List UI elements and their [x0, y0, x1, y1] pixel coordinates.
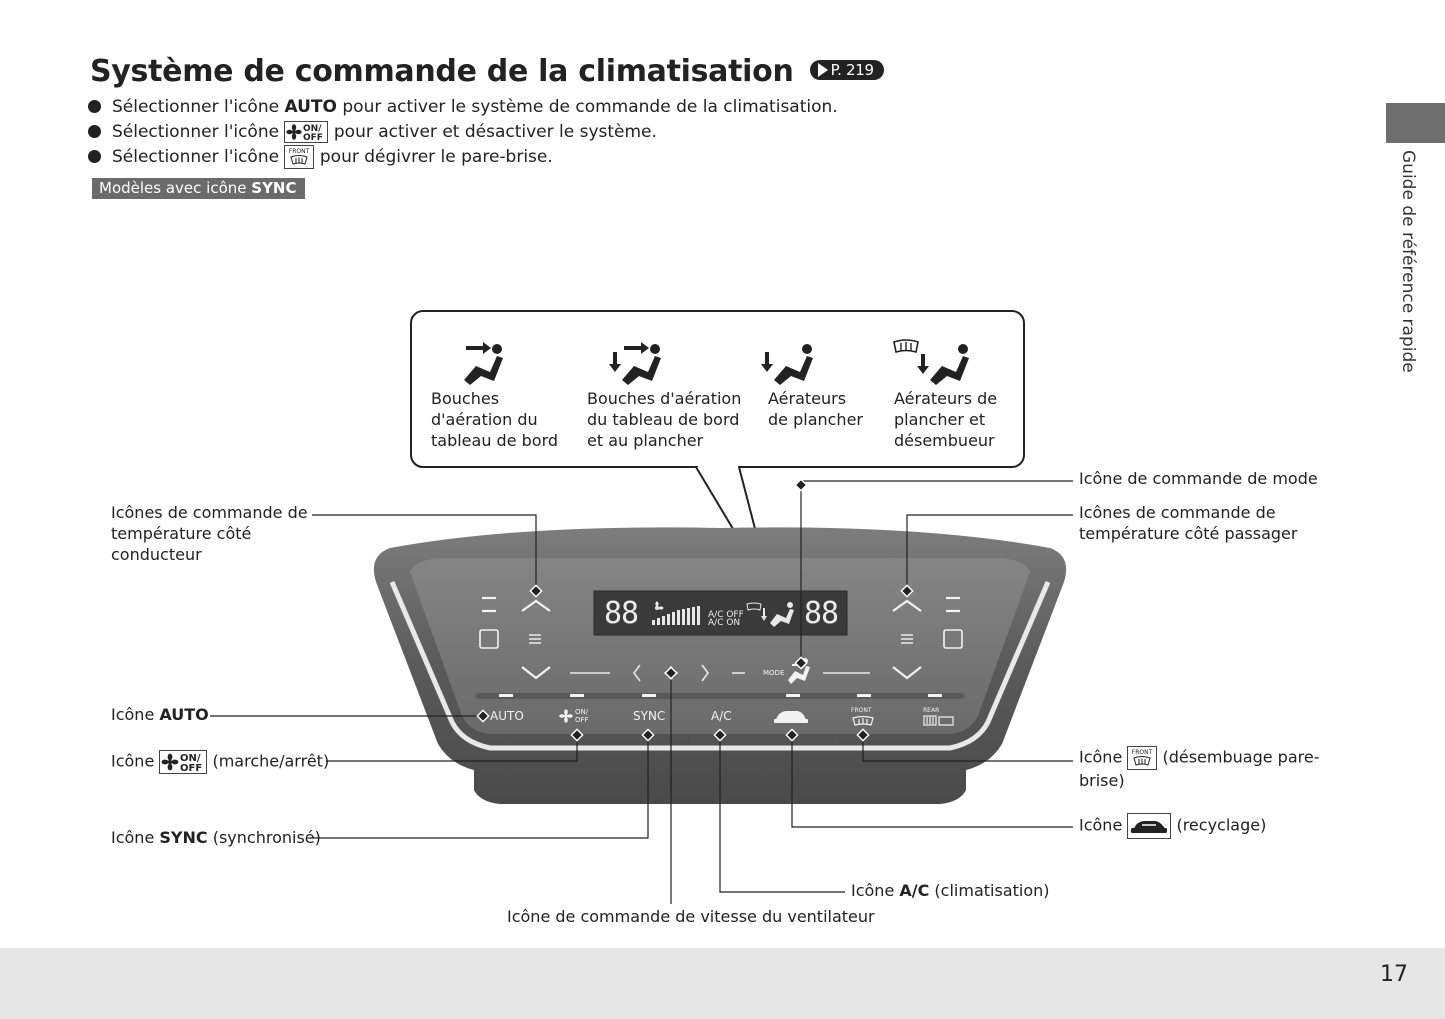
bullet-dot-icon [88, 125, 101, 138]
sidebar-tab [1386, 103, 1445, 143]
front-defrost-button[interactable]: FRONT [851, 707, 872, 714]
passenger-temp-controls [892, 596, 963, 680]
svg-text:OFF: OFF [303, 133, 323, 142]
model-badge: Modèles avec icône SYNC [92, 178, 305, 199]
lcd-ac-on: A/C ON [708, 618, 741, 628]
svg-text:OFF: OFF [180, 763, 202, 773]
ac-button[interactable]: A/C [711, 709, 732, 723]
svg-text:FRONT: FRONT [289, 148, 310, 155]
front-defrost-icon: FRONT [1127, 746, 1158, 770]
arrow-right-icon [817, 63, 828, 77]
lcd-display [593, 590, 848, 636]
svg-text:FRONT: FRONT [1132, 749, 1153, 756]
page-number: 17 [1380, 962, 1408, 987]
svg-text:ON/: ON/ [303, 124, 322, 134]
button-divider [475, 693, 965, 699]
floor-vent-mode-icon [761, 344, 813, 385]
mode-button-label: MODE [763, 669, 785, 677]
bullet-dot-icon [88, 150, 101, 163]
page-ref-link[interactable]: P. 219 [809, 59, 884, 80]
recirc-button-icon [774, 711, 808, 723]
sidebar [1386, 0, 1445, 1019]
page-ref-text: P. 219 [830, 60, 874, 79]
bullet-auto: Sélectionner l'icône AUTO pour activer l… [88, 97, 838, 117]
callout-recirc: Icône (recyclage) [1079, 813, 1266, 839]
rear-defrost-button-icon [923, 715, 954, 726]
lcd-ac-off: A/C OFF [708, 610, 744, 620]
callout-defrost: Icône FRONT (désembuage pare-brise) [1079, 746, 1320, 790]
floor-defrost-mode-icon [893, 339, 969, 385]
dash-vent-mode-icon [464, 342, 503, 385]
callout-leaders [210, 480, 1073, 904]
title-text: Système de commande de la climatisation [90, 54, 794, 89]
fan-onoff-icon: ON/OFF [284, 121, 329, 143]
page-title: Système de commande de la climatisation … [90, 54, 884, 89]
onoff-fan-icon [559, 709, 573, 723]
sidebar-label: Guide de référence rapide [1398, 150, 1418, 373]
driver-temp-controls [479, 596, 551, 680]
front-defrost-icon: FRONT [284, 145, 315, 169]
dash-floor-vent-mode-icon [609, 342, 661, 385]
lcd-left-temp: 88 [604, 596, 639, 631]
svg-text:ON/: ON/ [180, 753, 201, 764]
fan-onoff-icon: ON/OFF [159, 750, 208, 774]
rear-defrost-button[interactable]: REAR [923, 707, 940, 714]
onoff-button[interactable]: ON/OFF [575, 708, 589, 724]
bullet-dot-icon [88, 100, 101, 113]
bullet-onoff: Sélectionner l'icône ON/OFF pour activer… [88, 121, 657, 143]
sync-button[interactable]: SYNC [633, 709, 666, 723]
callout-auto: Icône AUTO [111, 705, 209, 724]
lcd-right-temp: 88 [804, 596, 839, 631]
front-defrost-button-icon [852, 715, 874, 726]
panel-face [410, 558, 1030, 734]
callout-sync: Icône SYNC (synchronisé) [111, 828, 321, 847]
callout-ac: Icône A/C (climatisation) [851, 881, 1050, 900]
callout-mode-control: Icône de commande de mode [1079, 469, 1318, 488]
footer-band [0, 948, 1445, 1019]
callout-fan-speed: Icône de commande de vitesse du ventilat… [507, 907, 875, 926]
recirc-icon [1127, 813, 1172, 839]
climate-panel-diagram [210, 310, 1073, 904]
callout-onoff: Icône ON/OFF (marche/arrêt) [111, 750, 330, 774]
bullet-defrost: Sélectionner l'icône FRONT pour dégivrer… [88, 145, 553, 169]
auto-button[interactable]: AUTO [490, 709, 524, 723]
